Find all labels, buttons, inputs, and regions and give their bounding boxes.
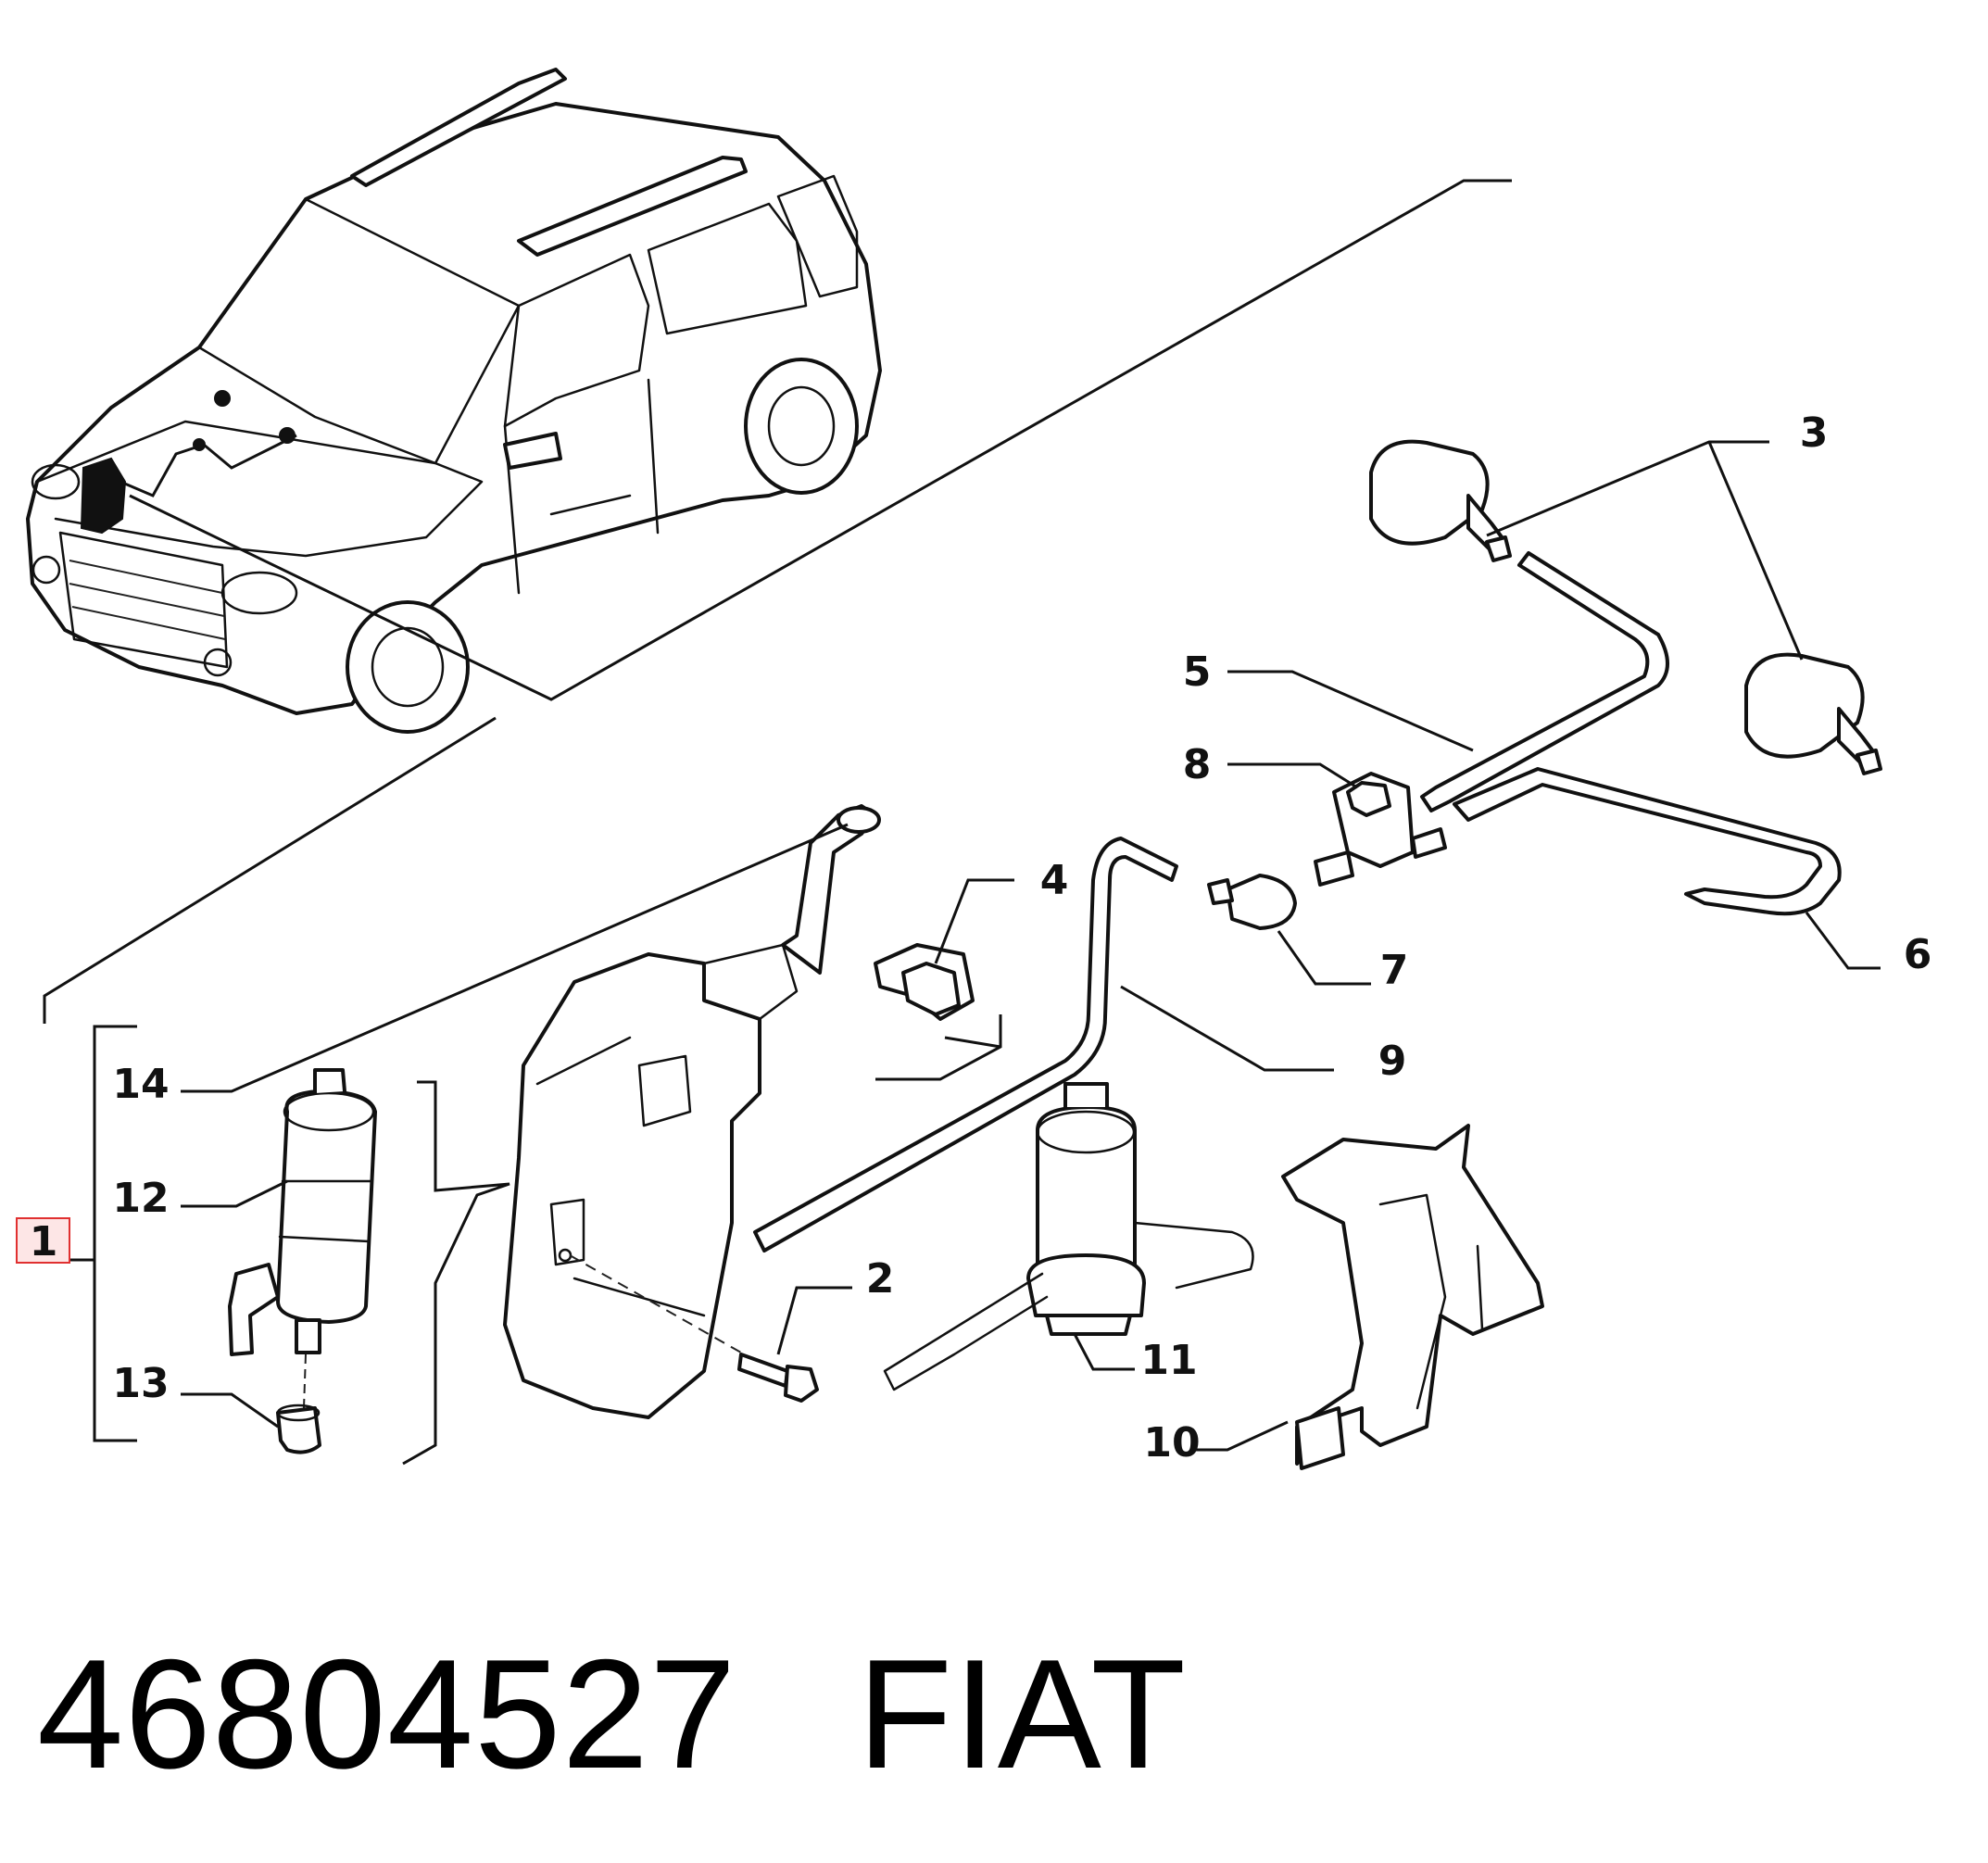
group-bracket: [93, 1025, 137, 1442]
brand-name: FIAT: [857, 1626, 1187, 1801]
part-10-bracket: [1281, 1124, 1544, 1470]
callout-4: 4: [1040, 857, 1069, 904]
callout-3: 3: [1800, 409, 1829, 457]
part-11-pump: [883, 1082, 1254, 1391]
part-12-pump: [228, 1068, 377, 1356]
callout-12: 12: [112, 1175, 169, 1222]
car-illustration: [26, 68, 882, 734]
car-leader-lines: [43, 179, 1512, 1024]
part-3-nozzles: [1369, 439, 1882, 775]
part-number: 46804527: [37, 1626, 737, 1801]
part-6-hose: [1453, 767, 1842, 916]
part-5-hose: [1420, 551, 1669, 812]
callout-14: 14: [112, 1061, 169, 1108]
callout-1: 1: [30, 1218, 58, 1265]
leader-lines: [181, 440, 1881, 1452]
callout-13: 13: [112, 1360, 169, 1407]
part-4-clip: [874, 943, 1002, 1081]
part-14-tank: [503, 804, 881, 1419]
callout-labels: 1 2 3 4 5 6 7 8 9 10 11 12 13 14: [16, 409, 1932, 1466]
part-7-cap: [1207, 874, 1297, 930]
callout-7: 7: [1380, 947, 1409, 994]
callout-8: 8: [1183, 741, 1212, 788]
callout-2: 2: [866, 1255, 895, 1303]
callout-6: 6: [1904, 931, 1932, 978]
part-9-hose: [753, 837, 1178, 1252]
callout-10: 10: [1143, 1419, 1200, 1466]
callout-11: 11: [1140, 1337, 1197, 1384]
callout-9: 9: [1378, 1038, 1407, 1085]
part-13-grommet: [276, 1353, 321, 1454]
part-8-valve: [1314, 772, 1447, 887]
callout-1-highlight-box: [16, 1217, 70, 1264]
part-2-bolt: [569, 1254, 819, 1403]
callout-5: 5: [1183, 648, 1212, 696]
part-number-caption: 46804527 FIAT: [37, 1626, 1187, 1802]
